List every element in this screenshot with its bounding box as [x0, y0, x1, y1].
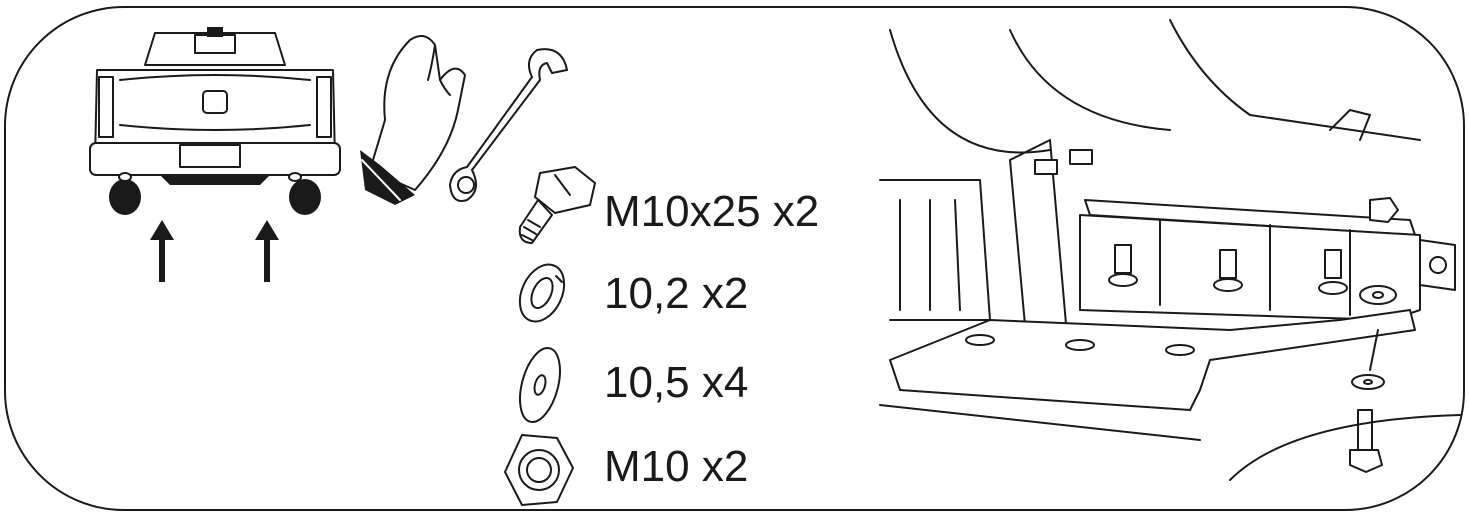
spring-washer-icon: [518, 263, 566, 323]
lift-arrow-icon: [255, 220, 279, 282]
nut-quantity-label: M10 x2: [604, 442, 749, 491]
bracket-installation-illustration: [879, 19, 1461, 481]
bolt-icon: [518, 166, 596, 244]
flat-washer-quantity-label: 10,5 x4: [604, 358, 749, 407]
wrench-icon: [449, 48, 568, 202]
instruction-frame: [4, 6, 1465, 511]
flat-washer-icon: [519, 347, 561, 423]
hex-nut-icon: [504, 434, 574, 506]
glove-icon: [360, 35, 466, 205]
bolt-quantity-label: M10x25 x2: [604, 187, 820, 236]
lift-arrow-icon: [150, 220, 174, 282]
spring-washer-quantity-label: 10,2 x2: [604, 269, 749, 318]
truck-rear-icon: [89, 27, 341, 215]
